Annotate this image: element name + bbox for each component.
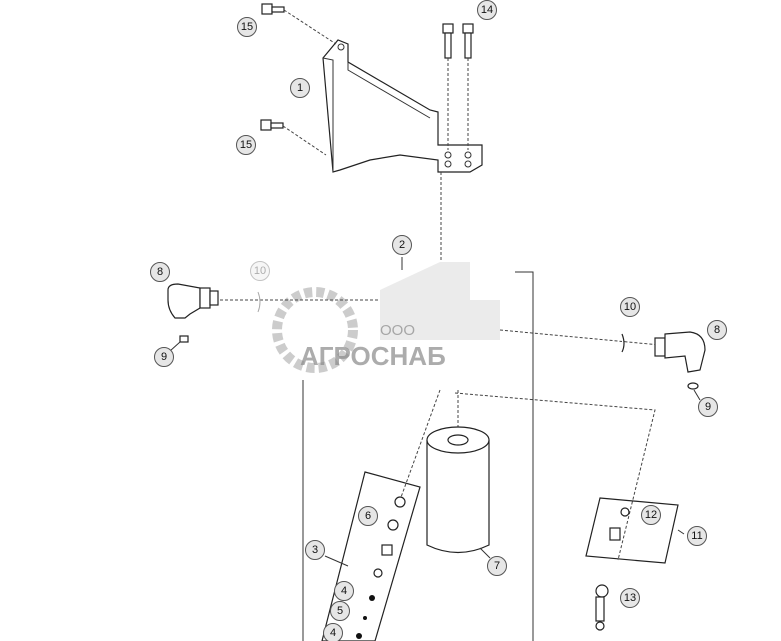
callout-label: 4 [341,585,347,597]
bracket-part [322,39,483,173]
callout-label: 2 [399,239,405,251]
callout-label: 8 [157,266,163,278]
callout-10: 10 [620,297,640,317]
drain-valve-part [595,584,609,631]
callout-label: 14 [481,4,493,16]
callout-14: 14 [477,0,497,20]
callout-1: 1 [290,78,310,98]
callout-9: 9 [698,397,718,417]
callout-label: 4 [330,627,336,639]
callout-8: 8 [707,320,727,340]
callout-2: 2 [392,235,412,255]
callout-3: 3 [305,540,325,560]
bolt-part [260,119,327,156]
callout-label: 10 [624,301,636,313]
bolt-pair-part [442,23,474,150]
callout-7: 7 [487,556,507,576]
elbow-fitting-part [167,283,219,352]
callout-label: 10 [254,265,266,277]
watermark-main-text: АГРОСНАБ [300,341,446,371]
callout-label: 11 [691,530,702,542]
callout-label: 9 [161,351,167,363]
callout-label: 3 [312,544,318,556]
callout-label: 5 [337,605,343,617]
callout-4: 4 [334,581,354,601]
filter-element-part [426,390,491,559]
callout-10: 10 [250,261,270,281]
elbow-fitting-part [621,331,706,401]
callout-label: 15 [240,139,252,151]
callout-label: 13 [624,592,636,604]
callout-15: 15 [236,135,256,155]
callout-4: 4 [323,623,343,641]
callout-label: 1 [297,82,303,94]
bolt-part [261,3,337,45]
callout-label: 7 [494,560,500,572]
filter-assembly-frame [302,257,534,641]
agrosnab-watermark-logo: ООО АГРОСНАБ [272,262,500,373]
drain-kit-card-part [585,497,685,564]
callout-label: 8 [714,324,720,336]
callout-label: 6 [365,510,371,522]
callout-13: 13 [620,588,640,608]
callout-5: 5 [330,601,350,621]
callout-8: 8 [150,262,170,282]
callout-9: 9 [154,347,174,367]
watermark-small-text: ООО [380,322,415,339]
callout-12: 12 [641,505,661,525]
callout-11: 11 [687,526,707,546]
callout-6: 6 [358,506,378,526]
callout-label: 15 [241,21,253,33]
callout-label: 9 [705,401,711,413]
callout-15: 15 [237,17,257,37]
callout-label: 12 [645,509,657,521]
